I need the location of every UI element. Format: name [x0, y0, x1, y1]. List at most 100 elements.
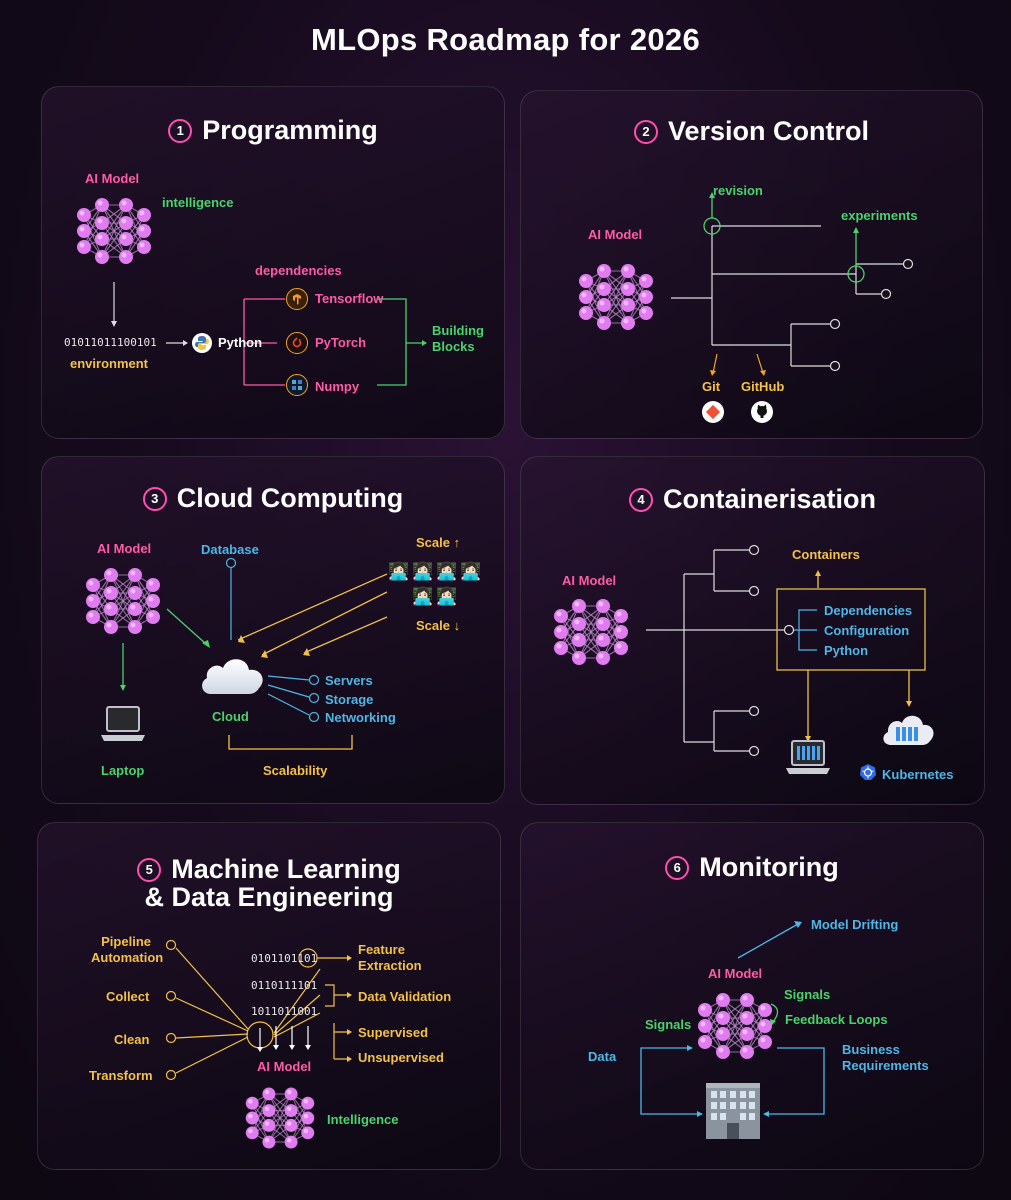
python-label: Python — [824, 643, 869, 658]
kubernetes-icon — [860, 764, 876, 780]
intelligence-label: intelligence — [162, 195, 234, 210]
github-icon — [751, 401, 773, 423]
ai-model-label: AI Model — [257, 1059, 312, 1074]
transform-label: Transform — [89, 1068, 153, 1083]
storage-label: Storage — [325, 692, 374, 707]
github-label: GitHub — [741, 379, 785, 394]
laptop-icon — [786, 740, 830, 774]
developer-emoji-icon: 👩🏻‍💻 — [436, 562, 458, 581]
ml-data-connectors — [165, 939, 352, 1081]
binary-row: 0101101101 — [251, 952, 318, 965]
step-number: 2 — [633, 120, 658, 144]
configuration-label: Configuration — [824, 623, 910, 638]
developer-emoji-icon: 👩🏻‍💻 — [412, 587, 434, 606]
git-icon — [702, 401, 724, 423]
programming-connectors — [111, 282, 427, 386]
scale-up-label: Scale ↑ — [416, 535, 461, 550]
numpy-label: Numpy — [315, 379, 360, 394]
neural-network-icon — [698, 993, 772, 1059]
page-title: MLOps Roadmap for 2026 — [310, 22, 700, 57]
cloud-label: Cloud — [212, 709, 249, 724]
laptop-label: Laptop — [101, 763, 145, 778]
dependencies-label: dependencies — [255, 263, 342, 278]
ai-model-label: AI Model — [588, 227, 643, 242]
cloud-connectors — [120, 557, 388, 750]
ai-model-label: AI Model — [562, 573, 617, 588]
ai-model-label: AI Model — [85, 171, 140, 186]
pytorch-icon — [286, 332, 308, 354]
revision-label: revision — [713, 183, 763, 198]
binary-row: 0110111101 — [251, 979, 318, 992]
feedback-loops-label: Feedback Loops — [785, 1012, 888, 1027]
signals-right-label: Signals — [784, 987, 831, 1002]
git-label: Git — [702, 379, 721, 394]
containerisation-tree — [646, 544, 926, 757]
neural-network-icon — [245, 1087, 315, 1149]
tensorflow-label: Tensorflow — [315, 291, 384, 306]
intelligence-label: Intelligence — [327, 1112, 399, 1127]
numpy-icon — [286, 374, 308, 396]
step-number: 3 — [142, 487, 167, 511]
data-label: Data — [588, 1049, 617, 1064]
cloud-icon — [202, 659, 263, 694]
unsupervised-label: Unsupervised — [358, 1050, 444, 1065]
environment-label: environment — [70, 356, 149, 371]
neural-network-icon — [554, 599, 628, 665]
scalability-label: Scalability — [263, 763, 328, 778]
laptop-icon — [101, 706, 145, 741]
model-drifting-label: Model Drifting — [811, 917, 899, 932]
neural-network-icon — [86, 568, 160, 634]
developer-emoji-icon: 👩🏻‍💻 — [436, 587, 458, 606]
networking-label: Networking — [325, 710, 396, 725]
servers-label: Servers — [325, 673, 373, 688]
dependencies-label: Dependencies — [824, 603, 913, 618]
step-number: 5 — [137, 858, 162, 882]
developer-emoji-icon: 👩🏻‍💻 — [412, 562, 434, 581]
neural-network-icon — [579, 264, 653, 330]
ai-model-label: AI Model — [97, 541, 152, 556]
tensorflow-icon — [286, 288, 308, 310]
collect-label: Collect — [106, 989, 150, 1004]
step-number: 1 — [168, 119, 193, 143]
experiments-label: experiments — [841, 208, 918, 223]
step-number: 6 — [665, 856, 690, 880]
containers-label: Containers — [792, 547, 860, 562]
ai-model-label: AI Model — [708, 966, 763, 981]
binary-row: 1011011001 — [251, 1005, 318, 1018]
database-label: Database — [201, 542, 259, 557]
scale-down-label: Scale ↓ — [416, 618, 461, 633]
python-label: Python — [218, 335, 263, 350]
python-icon — [192, 333, 212, 353]
monitoring-connectors — [640, 921, 825, 1117]
pytorch-label: PyTorch — [315, 335, 367, 350]
developer-emoji-icon: 👩🏻‍💻 — [460, 562, 482, 581]
kubernetes-label: Kubernetes — [882, 767, 954, 782]
container-icon — [883, 715, 934, 745]
data-validation-label: Data Validation — [358, 989, 452, 1004]
version-control-tree — [671, 192, 914, 376]
signals-left-label: Signals — [645, 1017, 692, 1032]
binary-code: 01011011100101 — [64, 336, 157, 349]
supervised-label: Supervised — [358, 1025, 429, 1040]
step-number: 4 — [628, 488, 653, 512]
neural-network-icon — [77, 198, 151, 264]
building-icon — [706, 1083, 760, 1139]
clean-label: Clean — [114, 1032, 150, 1047]
developer-emoji-icon: 👩🏻‍💻 — [388, 562, 410, 581]
